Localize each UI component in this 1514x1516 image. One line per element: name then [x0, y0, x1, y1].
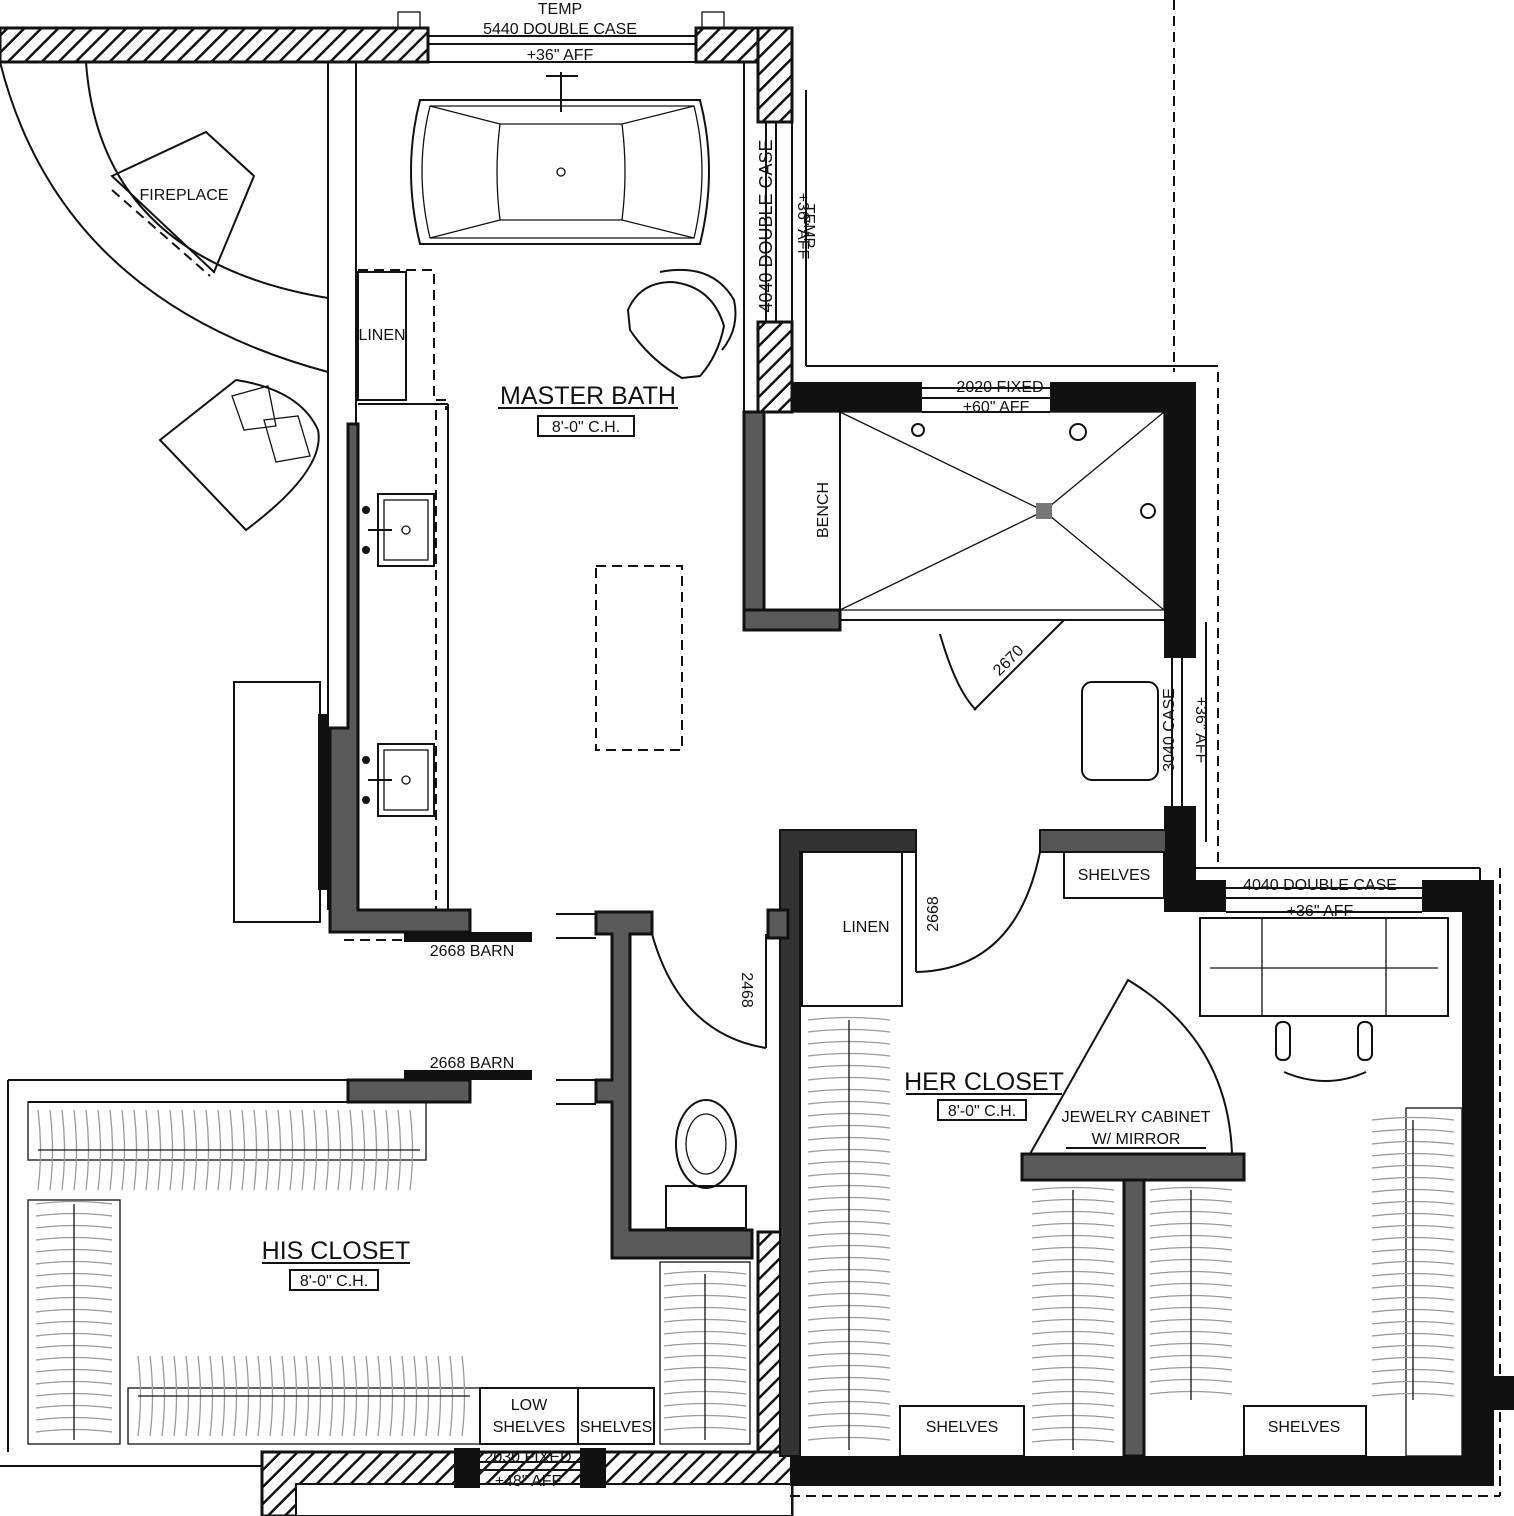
her-closet-hanging-rods — [807, 1016, 1455, 1450]
window-side-temp: TEMP — [800, 204, 817, 248]
bench-label: BENCH — [815, 482, 832, 538]
window-top-bath — [397, 11, 725, 63]
toilet — [665, 1099, 747, 1229]
window-top-aff: +36" AFF — [527, 47, 594, 64]
window-her-aff: +36" AFF — [1287, 903, 1354, 920]
low-shelves-label-1: LOW — [511, 1397, 548, 1414]
his-closet-title: HIS CLOSET — [262, 1237, 411, 1265]
shelves-his-label: SHELVES — [580, 1419, 653, 1436]
shower-walls — [790, 382, 1514, 1486]
his-closet-shelving — [27, 1101, 751, 1445]
master-bath-ceiling: 8'-0" C.H. — [552, 419, 620, 436]
window-his-aff: +48" AFF — [495, 1473, 562, 1490]
window-her-size: 4040 DOUBLE CASE — [1243, 877, 1397, 894]
window-side-bath — [765, 122, 793, 322]
bath-shelves-unit — [1063, 851, 1165, 899]
bathtub — [410, 72, 710, 245]
window-side-size: 4040 DOUBLE CASE — [756, 139, 776, 312]
window-shower-size: 2020 FIXED — [956, 379, 1043, 396]
master-bath-title: MASTER BATH — [500, 382, 676, 410]
window-shower-aff: +60" AFF — [963, 399, 1030, 416]
jewelry-cabinet — [1028, 978, 1234, 1155]
barn-door-bottom-label: 2668 BARN — [430, 1055, 515, 1072]
wc-door-label: 2468 — [738, 972, 755, 1008]
her-closet-title: HER CLOSET — [904, 1068, 1064, 1096]
his-closet-ceiling: 8'-0" C.H. — [300, 1273, 368, 1290]
interior-walls — [328, 410, 1246, 1458]
fireplace-room-furniture — [0, 61, 329, 923]
low-shelves-label-2: SHELVES — [493, 1419, 566, 1436]
window-side-case — [1171, 622, 1207, 842]
shelves-her-left-label: SHELVES — [926, 1419, 999, 1436]
her-closet-shelves — [899, 1107, 1463, 1457]
exterior-walls — [0, 26, 794, 1516]
window-his-size: 2030 FIXED — [484, 1449, 571, 1466]
window-her-closet — [1226, 887, 1422, 913]
window-top-temp: TEMP — [538, 1, 582, 18]
window-top-size: 5440 DOUBLE CASE — [483, 21, 637, 38]
barn-door-top-label: 2668 BARN — [430, 943, 515, 960]
linen-bath-label: LINEN — [358, 327, 405, 344]
jewelry-cabinet-label-2: W/ MIRROR — [1092, 1131, 1181, 1148]
fireplace-label: FIREPLACE — [140, 187, 229, 204]
bath-ottoman — [1081, 681, 1159, 781]
bath-chair — [626, 268, 737, 380]
shelves-bath-label: SHELVES — [1078, 867, 1151, 884]
window-case-aff: +36" AFF — [1192, 697, 1209, 764]
window-his-closet — [454, 1448, 606, 1488]
vanity — [358, 403, 449, 910]
linen-cabinet-bath — [357, 269, 447, 410]
jewelry-cabinet-label-1: JEWELRY CABINET — [1062, 1109, 1211, 1126]
vanity-desk — [1199, 917, 1449, 1082]
her-closet-door-label: 2668 — [925, 896, 942, 932]
bath-rug — [595, 565, 683, 751]
shelves-her-right-label: SHELVES — [1268, 1419, 1341, 1436]
window-side-aff: +36" AFF — [794, 193, 811, 260]
linen-closet-label: LINEN — [842, 919, 889, 936]
her-closet-ceiling: 8'-0" C.H. — [948, 1103, 1016, 1120]
her-linen — [801, 851, 903, 1007]
his-closet-hanging-rods — [35, 1109, 747, 1440]
shower — [763, 411, 1165, 711]
window-case-size: 3040 CASE — [1161, 688, 1178, 772]
doors — [404, 851, 1041, 1105]
